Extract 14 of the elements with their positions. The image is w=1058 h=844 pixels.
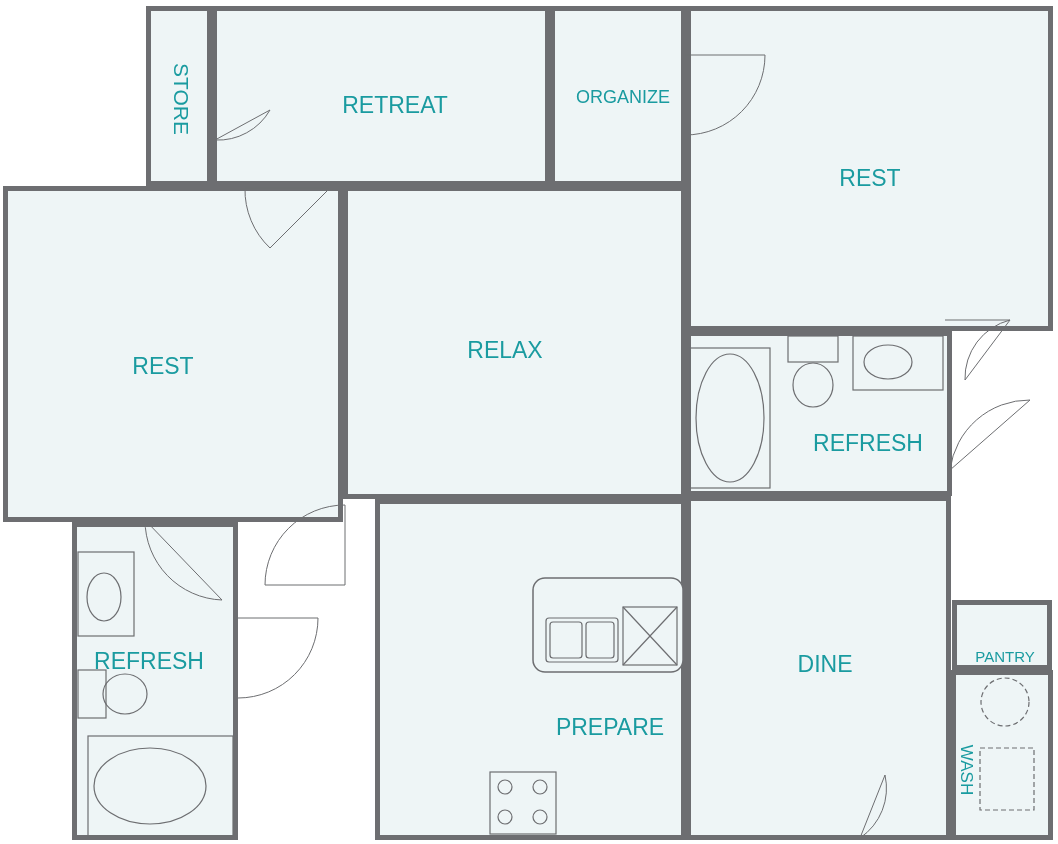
room-label: REFRESH <box>94 647 204 675</box>
room-label: STORE <box>169 63 193 135</box>
room-label: RETREAT <box>342 91 448 119</box>
room-label: DINE <box>797 650 853 678</box>
room-label: REST <box>839 164 901 192</box>
room-label: PANTRY <box>975 647 1035 665</box>
room-label: WASH <box>956 744 976 796</box>
room-label: RELAX <box>467 336 543 364</box>
room-label: PREPARE <box>555 713 665 741</box>
room-label: REST <box>132 352 194 380</box>
room-outline <box>72 522 238 840</box>
room-label: REFRESH <box>813 429 923 457</box>
room-label: ORGANIZE <box>576 86 670 108</box>
room-outline <box>952 600 1052 670</box>
